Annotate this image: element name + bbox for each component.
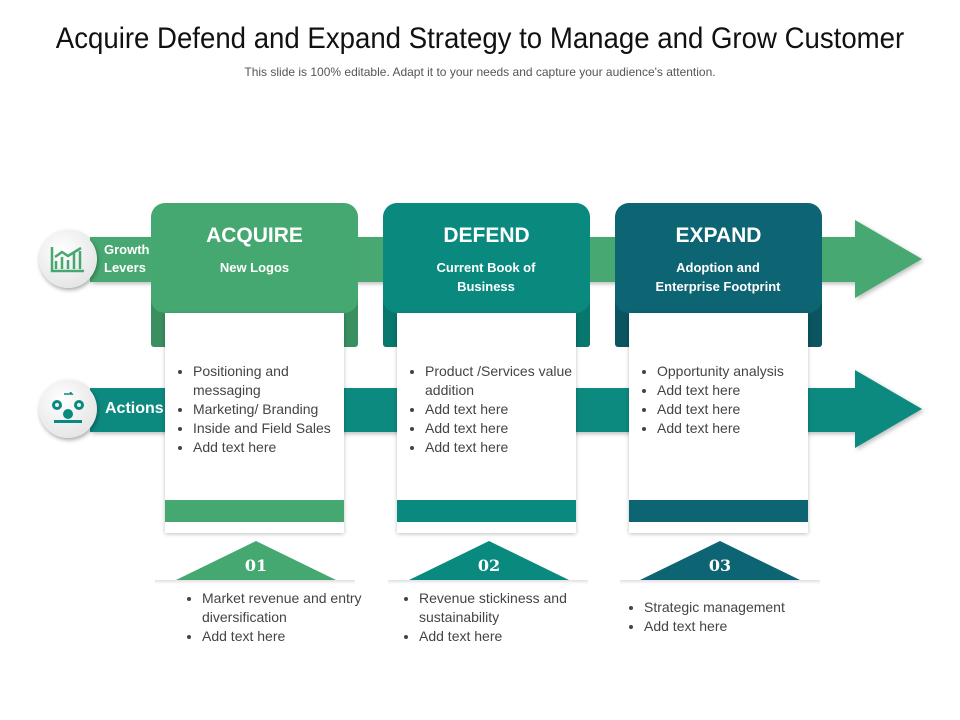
stage-title: DEFEND — [443, 224, 530, 247]
list-item: Add text here — [202, 627, 402, 646]
list-item: Market revenue and entry diversification — [202, 589, 402, 627]
card-header-defend: DEFEND Current Book of Business — [383, 203, 590, 313]
list-item: Product /Services value addition — [425, 362, 576, 400]
growth-chart-icon — [50, 246, 84, 273]
card-footer-bar — [629, 500, 808, 522]
list-item: Revenue stickiness and sustainability — [419, 589, 609, 627]
page-title: Acquire Defend and Expand Strategy to Ma… — [55, 22, 905, 55]
card-footer-bar — [165, 500, 344, 522]
stage-subtitle: Current Book of Business — [436, 260, 536, 294]
list-item: Inside and Field Sales — [193, 419, 344, 438]
list-item: Add text here — [193, 438, 344, 457]
stage-subtitle: Adoption and Enterprise Footprint — [655, 260, 781, 294]
action-list: Opportunity analysis Add text here Add t… — [629, 362, 808, 438]
outcome-list: Revenue stickiness and sustainability Ad… — [391, 589, 609, 646]
list-item: Add text here — [657, 381, 808, 400]
triangle-03 — [640, 541, 800, 580]
card-body-defend: Product /Services value addition Add tex… — [397, 313, 576, 533]
stage-number: 01 — [244, 556, 268, 575]
growth-levers-circle — [39, 230, 97, 288]
triangle-shadow — [620, 580, 820, 584]
list-item: Marketing/ Branding — [193, 400, 344, 419]
stage-number: 02 — [477, 556, 501, 575]
list-item: Opportunity analysis — [657, 362, 808, 381]
stage-number: 03 — [708, 556, 732, 575]
action-list: Product /Services value addition Add tex… — [397, 362, 576, 457]
list-item: Add text here — [425, 419, 576, 438]
actions-label: Actions — [105, 400, 164, 417]
stage-title: ACQUIRE — [206, 224, 303, 247]
list-item: Add text here — [657, 400, 808, 419]
card-header-acquire: ACQUIRE New Logos — [151, 203, 358, 313]
card-footer-bar — [397, 500, 576, 522]
triangle-01 — [176, 541, 336, 580]
outcome-list: Market revenue and entry diversification… — [174, 589, 402, 646]
list-item: Strategic management — [644, 598, 844, 617]
outcome-list: Strategic management Add text here — [616, 598, 844, 636]
gears-person-icon — [52, 392, 84, 423]
list-item: Add text here — [657, 419, 808, 438]
stage-subtitle: New Logos — [219, 260, 290, 275]
list-item: Add text here — [425, 438, 576, 457]
list-item: Add text here — [419, 627, 609, 646]
actions-circle — [39, 380, 97, 438]
stage-title: EXPAND — [675, 224, 762, 247]
card-body-expand: Opportunity analysis Add text here Add t… — [629, 313, 808, 533]
action-list: Positioning and messaging Marketing/ Bra… — [165, 362, 344, 457]
card-body-acquire: Positioning and messaging Marketing/ Bra… — [165, 313, 344, 533]
triangle-02 — [409, 541, 569, 580]
card-header-expand: EXPAND Adoption and Enterprise Footprint — [615, 203, 822, 313]
list-item: Add text here — [644, 617, 844, 636]
list-item: Add text here — [425, 400, 576, 419]
list-item: Positioning and messaging — [193, 362, 344, 400]
page-subtitle: This slide is 100% editable. Adapt it to… — [244, 65, 716, 79]
triangle-shadow — [155, 580, 355, 584]
triangle-shadow — [388, 580, 588, 584]
